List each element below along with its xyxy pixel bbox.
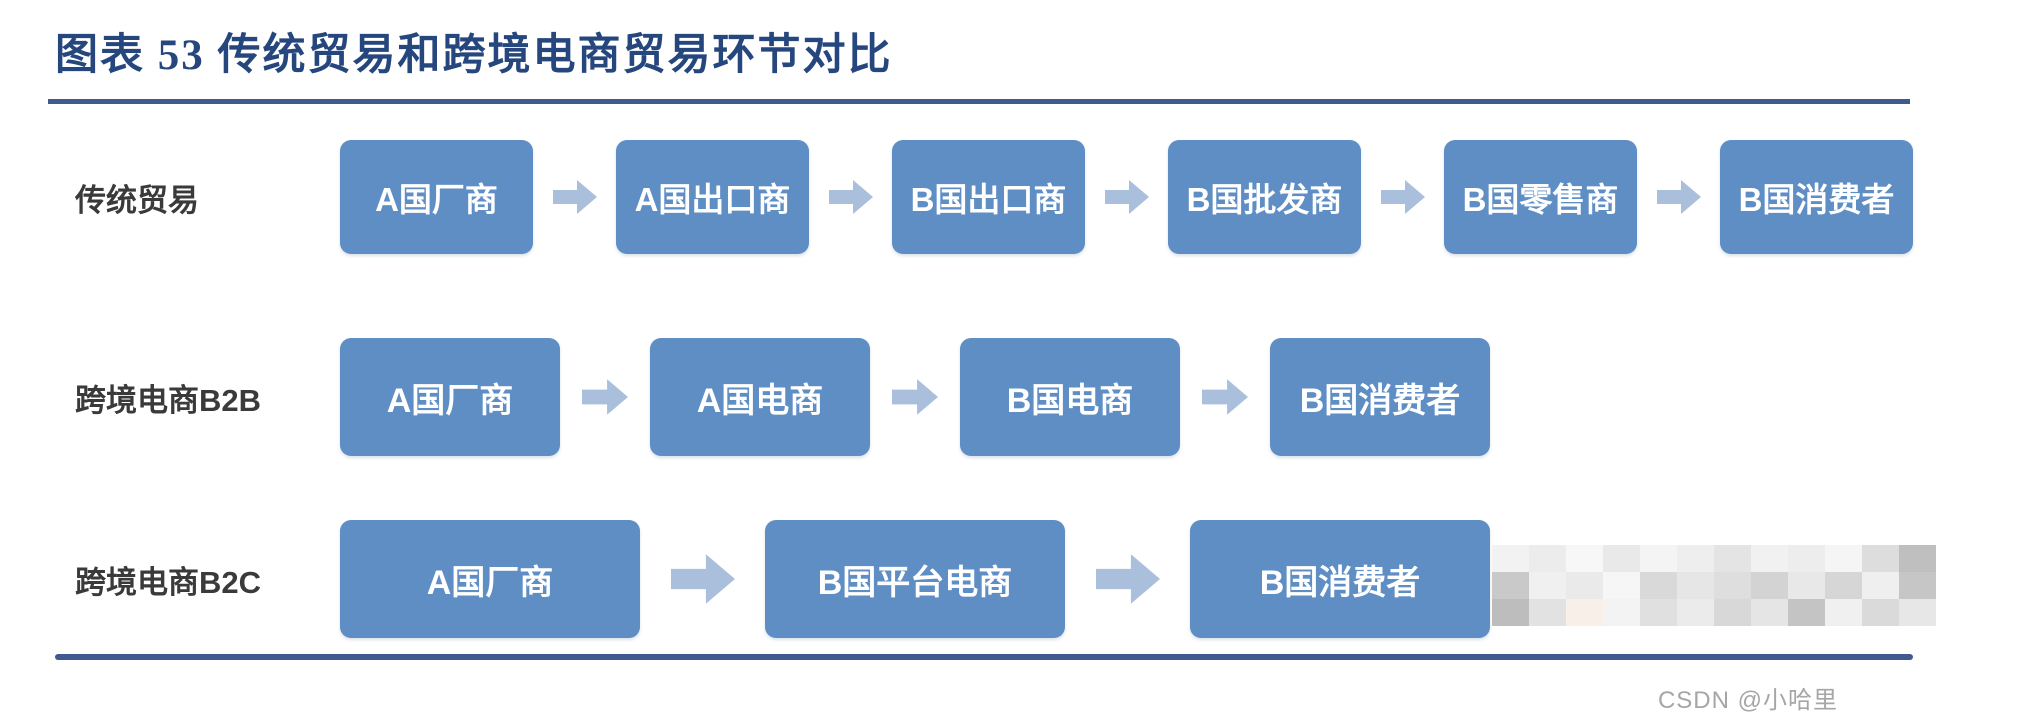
mosaic-cell bbox=[1788, 572, 1825, 599]
flow-traditional-trade: A国厂商 A国出口商 B国出口商 B国批发商 B国零售商 B国消费者 bbox=[340, 140, 1913, 254]
mosaic-cell bbox=[1640, 599, 1677, 626]
right-arrow-icon bbox=[582, 379, 628, 415]
mosaic-cell bbox=[1603, 599, 1640, 626]
mosaic-cell bbox=[1640, 545, 1677, 572]
mosaic-cell bbox=[1492, 545, 1529, 572]
right-arrow-icon bbox=[892, 379, 938, 415]
mosaic-cell bbox=[1714, 545, 1751, 572]
mosaic-cell bbox=[1677, 545, 1714, 572]
mosaic-cell bbox=[1788, 599, 1825, 626]
right-arrow-icon bbox=[670, 554, 735, 604]
right-arrow-icon bbox=[1656, 180, 1701, 214]
mosaic-cell bbox=[1751, 599, 1788, 626]
mosaic-cell bbox=[1566, 545, 1603, 572]
mosaic-cell bbox=[1529, 545, 1566, 572]
row-label-crossborder-b2c: 跨境电商B2C bbox=[75, 564, 262, 600]
flow-box-a-manufacturer: A国厂商 bbox=[340, 140, 533, 254]
mosaic-cell bbox=[1825, 599, 1862, 626]
mosaic-cell bbox=[1492, 572, 1529, 599]
flow-box-a-ecommerce: A国电商 bbox=[650, 338, 870, 456]
mosaic-cell bbox=[1603, 545, 1640, 572]
right-arrow-icon bbox=[1380, 180, 1425, 214]
right-arrow-icon bbox=[1104, 180, 1149, 214]
mosaic-cell bbox=[1825, 545, 1862, 572]
mosaic-cell bbox=[1862, 545, 1899, 572]
mosaic-cell bbox=[1677, 599, 1714, 626]
flow-box-b-exporter: B国出口商 bbox=[892, 140, 1085, 254]
flow-box-a-manufacturer: A国厂商 bbox=[340, 338, 560, 456]
right-arrow-icon bbox=[1202, 379, 1248, 415]
mosaic-cell bbox=[1492, 599, 1529, 626]
mosaic-cell bbox=[1899, 572, 1936, 599]
mosaic-cell bbox=[1899, 545, 1936, 572]
flow-box-b-consumer: B国消费者 bbox=[1720, 140, 1913, 254]
flow-box-a-exporter: A国出口商 bbox=[616, 140, 809, 254]
mosaic-cell bbox=[1566, 572, 1603, 599]
mosaic-cell bbox=[1714, 599, 1751, 626]
flow-crossborder-b2b: A国厂商 A国电商 B国电商 B国消费者 bbox=[340, 338, 1490, 456]
flow-box-b-consumer: B国消费者 bbox=[1190, 520, 1490, 638]
flow-box-a-manufacturer: A国厂商 bbox=[340, 520, 640, 638]
mosaic-cell bbox=[1862, 572, 1899, 599]
flow-box-b-wholesaler: B国批发商 bbox=[1168, 140, 1361, 254]
mosaic-cell bbox=[1862, 599, 1899, 626]
title-underline bbox=[48, 99, 1910, 104]
mosaic-cell bbox=[1603, 572, 1640, 599]
mosaic-cell bbox=[1529, 599, 1566, 626]
right-arrow-icon bbox=[1095, 554, 1160, 604]
right-arrow-icon bbox=[552, 180, 597, 214]
mosaic-cell bbox=[1677, 572, 1714, 599]
mosaic-cell bbox=[1788, 545, 1825, 572]
flow-box-b-retailer: B国零售商 bbox=[1444, 140, 1637, 254]
flow-crossborder-b2c: A国厂商 B国平台电商 B国消费者 bbox=[340, 520, 1490, 638]
mosaic-cell bbox=[1529, 572, 1566, 599]
mosaic-cell bbox=[1899, 599, 1936, 626]
censored-watermark-mosaic bbox=[1492, 545, 1936, 626]
csdn-credit-watermark: CSDN @小哈里 bbox=[1657, 687, 1838, 714]
mosaic-cell bbox=[1714, 572, 1751, 599]
row-label-crossborder-b2b: 跨境电商B2B bbox=[75, 382, 262, 418]
flow-box-b-consumer: B国消费者 bbox=[1270, 338, 1490, 456]
mosaic-cell bbox=[1566, 599, 1603, 626]
figure-title: 图表 53 传统贸易和跨境电商贸易环节对比 bbox=[55, 32, 893, 79]
row-label-traditional-trade: 传统贸易 bbox=[75, 182, 199, 218]
mosaic-cell bbox=[1751, 545, 1788, 572]
flow-box-b-platform-ecommerce: B国平台电商 bbox=[765, 520, 1065, 638]
mosaic-cell bbox=[1825, 572, 1862, 599]
flow-box-b-ecommerce: B国电商 bbox=[960, 338, 1180, 456]
figure-bottom-rule bbox=[55, 654, 1913, 660]
mosaic-cell bbox=[1751, 572, 1788, 599]
right-arrow-icon bbox=[828, 180, 873, 214]
mosaic-cell bbox=[1640, 572, 1677, 599]
